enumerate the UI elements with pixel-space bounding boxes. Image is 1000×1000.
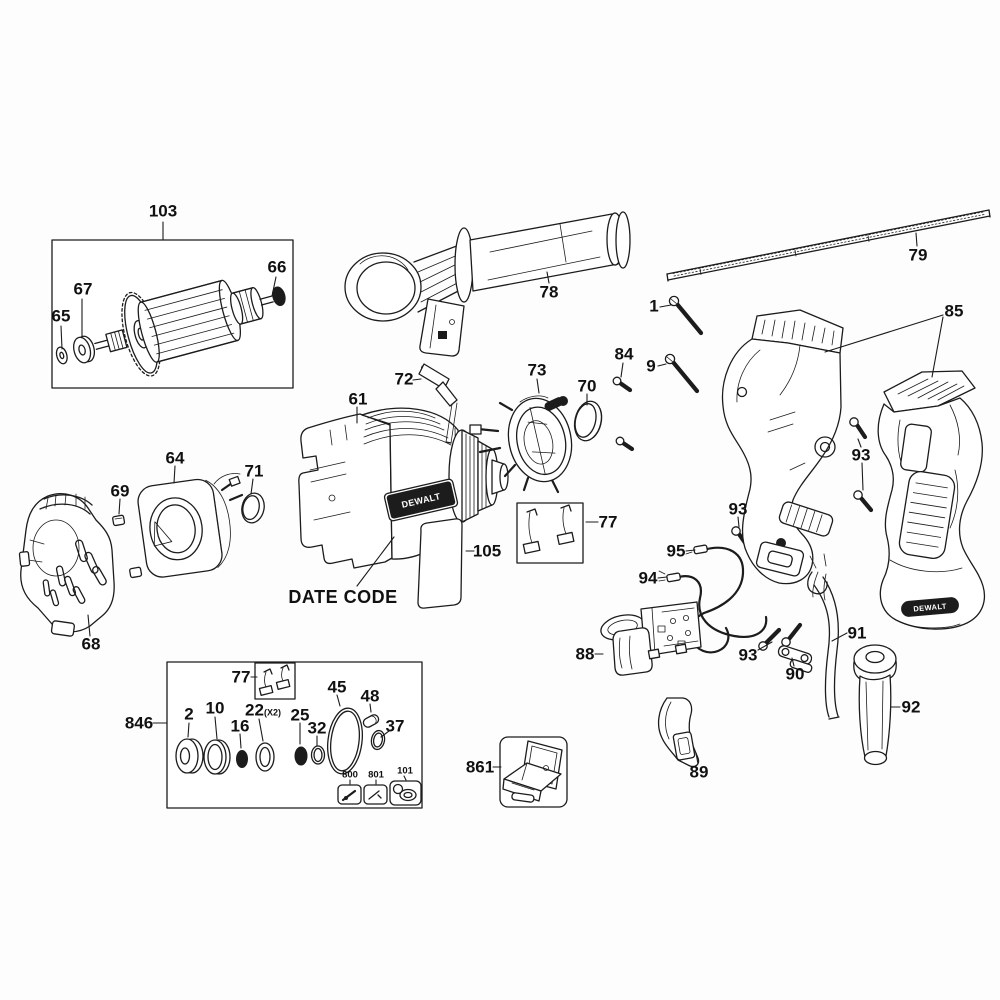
- screws-93-middle: [849, 417, 874, 513]
- part-label-10: 10: [205, 698, 225, 718]
- part-label-2: 2: [184, 704, 194, 724]
- date-code-label-105: [417, 518, 463, 609]
- part-label-88: 88: [575, 644, 595, 664]
- housing-half-left-85: [721, 309, 844, 601]
- part-label-72: 72: [394, 369, 414, 389]
- ring-71: [241, 492, 265, 524]
- part-label-103: 103: [148, 201, 178, 221]
- ring-37: [370, 729, 386, 751]
- part-label-91: 91: [847, 623, 867, 643]
- o-ring-45: [327, 707, 363, 775]
- part-label-93-middle: 93: [851, 445, 871, 465]
- part-label-71: 71: [244, 461, 264, 481]
- bearing-2: [175, 738, 204, 774]
- part-label-37: 37: [385, 716, 405, 736]
- o-ring-16: [236, 750, 248, 768]
- part-label-800: 800: [342, 769, 358, 781]
- part-label-101: 101: [397, 765, 413, 777]
- end-cap-68: [18, 493, 115, 637]
- housing-half-right-85: DEWALT: [877, 370, 986, 630]
- brush-kit-box-77: [516, 502, 584, 564]
- cord-clamp-90: [777, 645, 813, 673]
- part-label-9: 9: [646, 356, 656, 376]
- switch-88: [600, 601, 702, 676]
- part-label-66: 66: [267, 257, 287, 277]
- part-label-65: 65: [51, 306, 71, 326]
- part-label-92: 92: [901, 697, 921, 717]
- part-label-69: 69: [110, 481, 130, 501]
- part-label-78: 78: [539, 282, 559, 302]
- screw-84: [612, 376, 635, 452]
- ring-10: [203, 739, 231, 775]
- part-label-70: 70: [577, 376, 597, 396]
- clip-89: [657, 697, 700, 768]
- date-code-text: DATE CODE: [288, 587, 398, 607]
- seal-25: [294, 746, 308, 766]
- lube-800: [337, 784, 362, 805]
- part-label-95: 95: [666, 541, 686, 561]
- part-label-94: 94: [638, 568, 658, 588]
- ring-32: [310, 745, 326, 765]
- part-label-79: 79: [908, 245, 928, 265]
- part-label-61: 61: [348, 389, 368, 409]
- part-label-68: 68: [81, 634, 101, 654]
- part-label-64: 64: [165, 448, 185, 468]
- lube-801: [363, 784, 388, 805]
- brand-pill-right: DEWALT: [901, 597, 959, 617]
- part-label-48: 48: [360, 686, 380, 706]
- part-label-861: 861: [465, 757, 495, 777]
- part-label-77: 77: [598, 512, 618, 532]
- part-label-105: 105: [472, 541, 502, 561]
- ring-70: [573, 400, 603, 442]
- power-cord-91: [807, 553, 840, 720]
- part-label-77-kit: 77: [231, 667, 251, 687]
- part-label-73: 73: [527, 360, 547, 380]
- armature-assembly-103: [51, 239, 294, 389]
- connector-95: [685, 544, 708, 555]
- side-handle-78: [344, 211, 631, 357]
- part-label-25: 25: [290, 705, 310, 725]
- part-label-22-qty: (X2): [263, 707, 281, 718]
- part-label-45: 45: [327, 677, 347, 697]
- brush-holder-73: [469, 395, 573, 494]
- part-label-93-bottom: 93: [738, 645, 758, 665]
- connector-94: [658, 570, 681, 583]
- part-label-22: 22(X2): [245, 700, 281, 720]
- screw-1: [668, 295, 704, 336]
- leader-lines: [60, 221, 944, 785]
- part-label-846: 846: [124, 713, 154, 733]
- part-label-84: 84: [614, 344, 634, 364]
- brand-band: DEWALT: [383, 478, 459, 522]
- washer-22: [255, 742, 275, 772]
- part-label-85: 85: [944, 301, 964, 321]
- part-label-32: 32: [307, 718, 327, 738]
- kit-861: [499, 736, 568, 808]
- spring-clip-72: [418, 363, 458, 444]
- field-stator-64: [137, 473, 244, 578]
- part-label-67: 67: [73, 279, 93, 299]
- part-label-93-left: 93: [728, 499, 748, 519]
- part-label-16: 16: [230, 716, 250, 736]
- part-label-90: 90: [785, 664, 805, 684]
- part-label-89: 89: [689, 762, 709, 782]
- screw-9: [664, 353, 700, 394]
- brand-text-right: DEWALT: [913, 602, 947, 614]
- part-101: [389, 780, 422, 806]
- service-kit-box-846: [166, 661, 423, 809]
- part-label-1: 1: [649, 296, 659, 316]
- cord-protector-92: [853, 644, 897, 766]
- pin-48: [362, 714, 380, 728]
- nut-69: [112, 514, 143, 579]
- part-label-801: 801: [368, 769, 384, 781]
- depth-rod-79: [666, 209, 991, 282]
